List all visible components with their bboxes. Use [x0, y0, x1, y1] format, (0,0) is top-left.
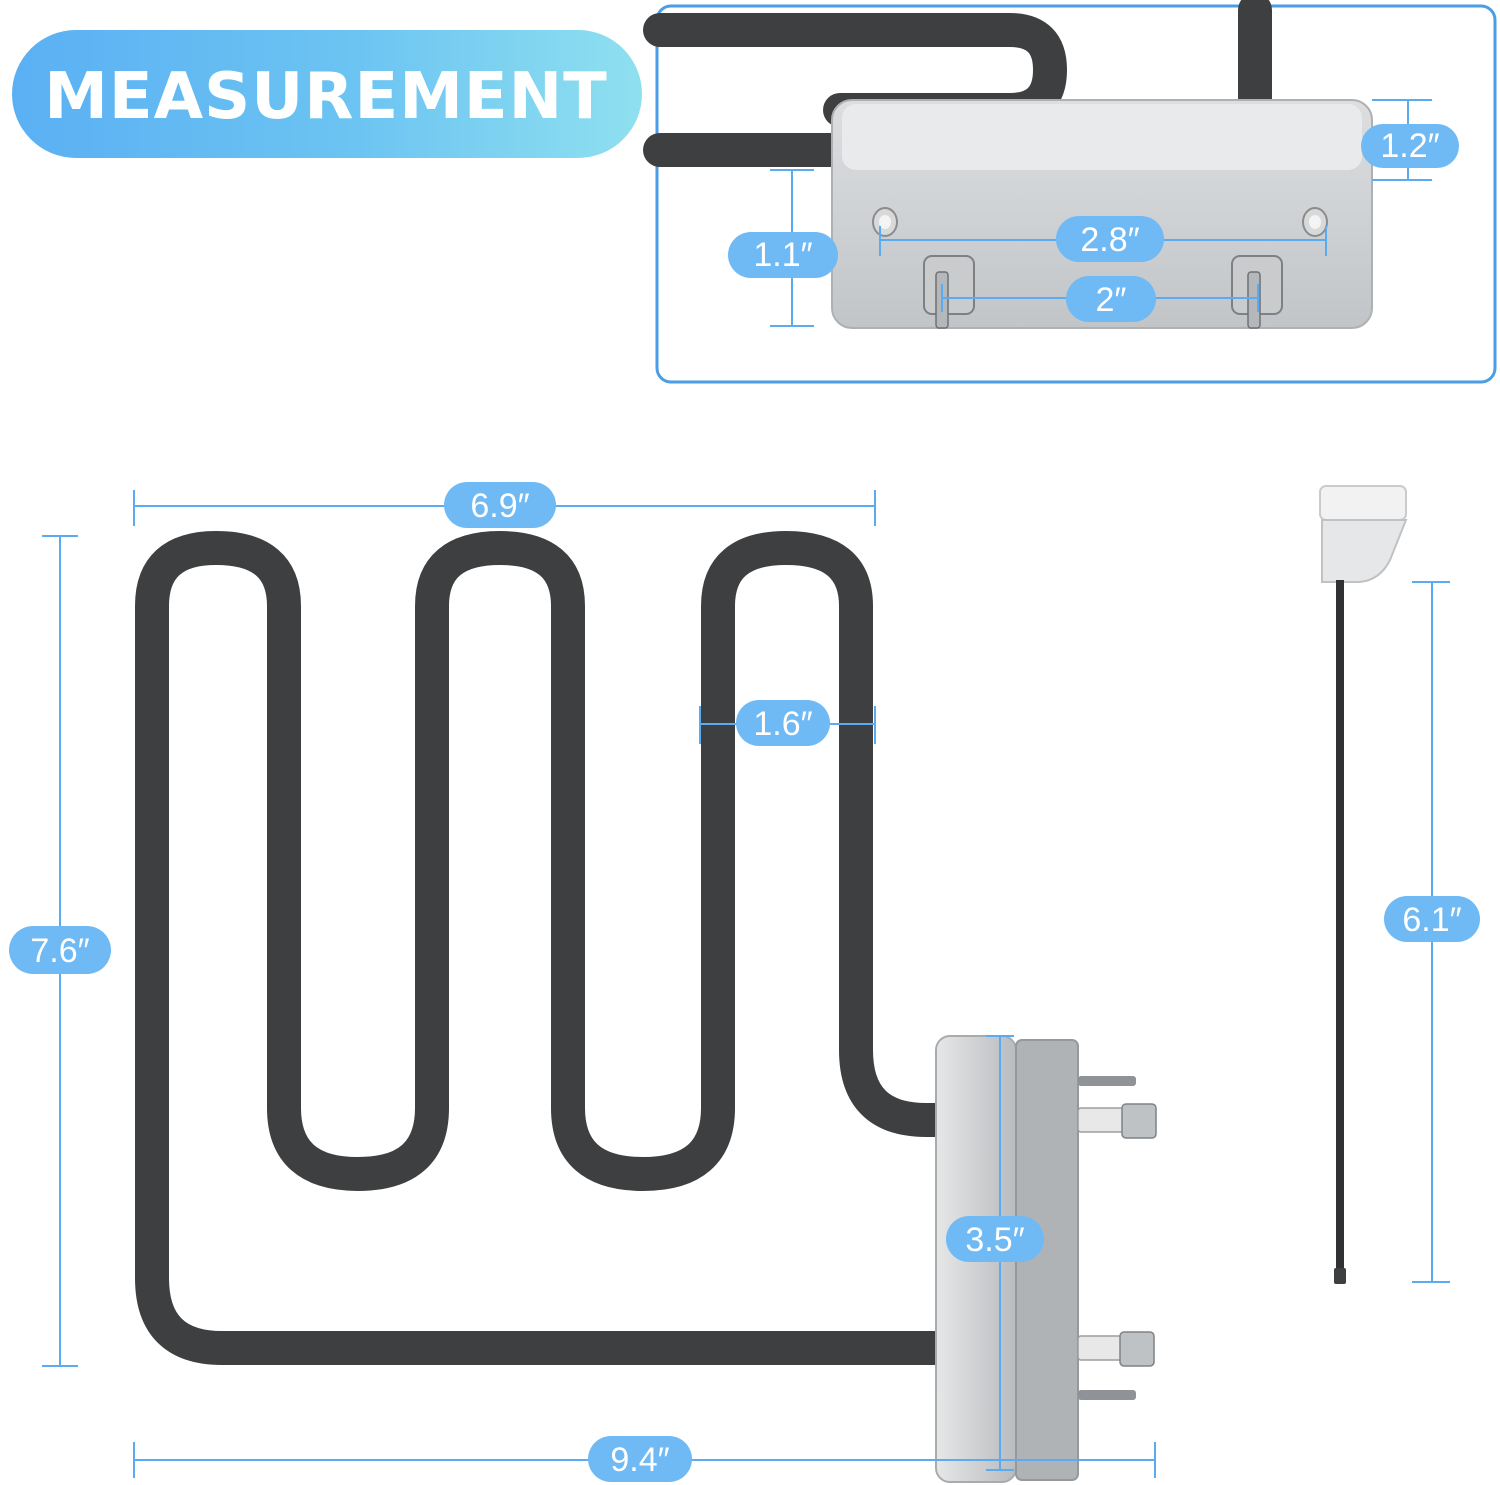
- loop-span-badge: 6.9″: [444, 482, 556, 528]
- height-badge: 7.6″: [9, 926, 111, 974]
- rod-length-badge: 6.1″: [1384, 896, 1480, 942]
- heating-tube: [135, 531, 962, 1365]
- terminal-spacing-label: 2″: [1096, 281, 1127, 319]
- bracket-label-badge: 1.1″: [728, 232, 838, 278]
- loop-width-badge: 1.6″: [736, 700, 830, 746]
- element-height-label: 7.6″: [30, 932, 89, 970]
- total-width-badge: 9.4″: [588, 1436, 692, 1482]
- inset-pin-right: [1302, 207, 1328, 237]
- inset-pin-left: [872, 207, 898, 237]
- rod-length-label: 6.1″: [1402, 901, 1461, 939]
- bracket-label: 1.1″: [753, 236, 812, 274]
- bracket-length-label: 3.5″: [965, 1221, 1024, 1259]
- detail-inset: 1.2″ 1.1″ 2.8″ 2″: [643, 0, 1497, 384]
- loop-span-label: 6.9″: [470, 487, 529, 525]
- page-title: MEASUREMENT: [44, 60, 608, 134]
- lower-terminal-posts: [1077, 1331, 1155, 1400]
- bracket-length-badge: 3.5″: [946, 1216, 1044, 1262]
- total-width-label: 9.4″: [610, 1441, 669, 1479]
- loop-width-label: 1.6″: [753, 705, 812, 743]
- terminal-spacing-badge: 2″: [1066, 276, 1156, 322]
- upper-terminal-posts: [1077, 1076, 1157, 1139]
- temperature-sensor: [1319, 485, 1408, 1284]
- height-label-badge: 1.2″: [1361, 124, 1459, 168]
- title-banner: MEASUREMENT: [12, 30, 642, 158]
- heating-element: [135, 531, 1157, 1483]
- height-label: 1.2″: [1380, 127, 1439, 165]
- pin-spacing-badge: 2.8″: [1056, 216, 1164, 262]
- pin-spacing-label: 2.8″: [1080, 221, 1139, 259]
